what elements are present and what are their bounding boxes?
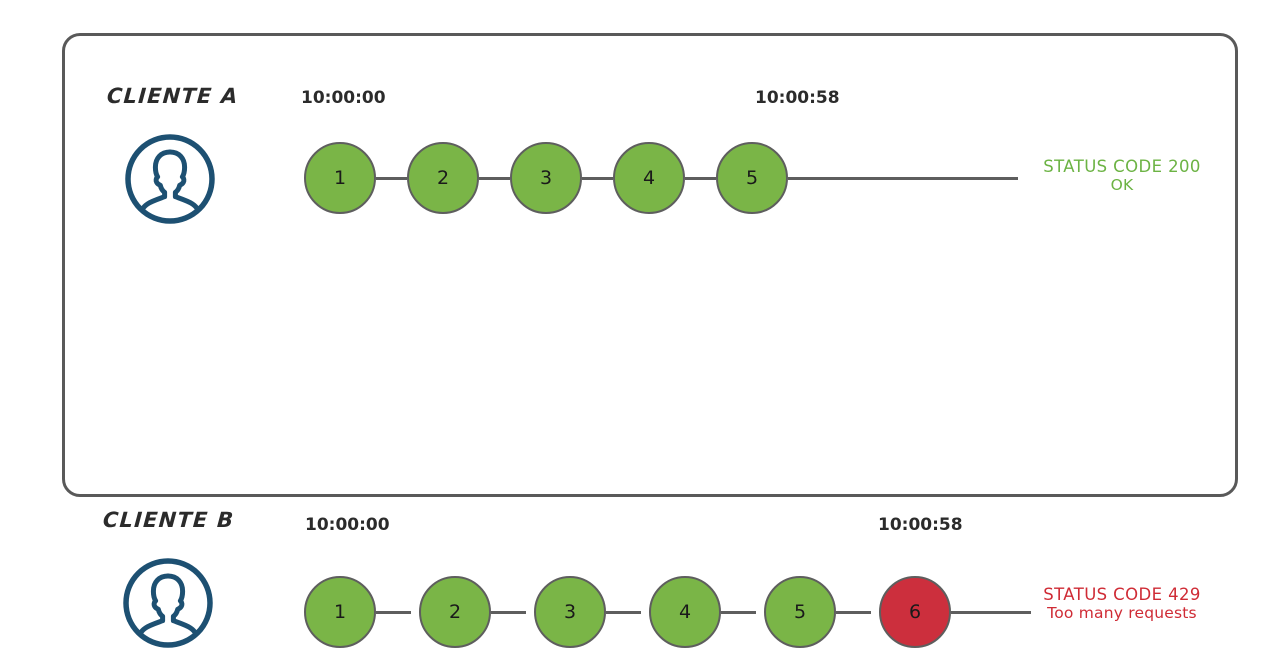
client-label-b: CLIENTE B: [102, 508, 236, 532]
connector: [836, 611, 871, 614]
tail-line-b: [951, 611, 1031, 614]
rate-limit-diagram: CLIENTE A 10:00:00 10:00:58 1 2 3 4 5 ST…: [62, 33, 1238, 648]
timestamp-start-a: 10:00:00: [301, 88, 386, 108]
status-badge-b: STATUS CODE 429 Too many requests: [1022, 585, 1222, 623]
timestamp-end-a: 10:00:58: [755, 88, 840, 108]
request-node[interactable]: 2: [407, 142, 479, 214]
request-node[interactable]: 5: [764, 576, 836, 648]
timestamp-start-b: 10:00:00: [305, 515, 390, 535]
status-code-line: STATUS CODE 429: [1043, 585, 1201, 604]
status-code-line: STATUS CODE 200: [1043, 157, 1201, 176]
client-label-a: CLIENTE A: [106, 84, 240, 108]
request-node[interactable]: 3: [534, 576, 606, 648]
request-node[interactable]: 1: [304, 576, 376, 648]
request-node[interactable]: 2: [419, 576, 491, 648]
connector: [606, 611, 641, 614]
status-message-line: OK: [1110, 176, 1134, 195]
user-avatar-icon: [124, 133, 216, 225]
request-node[interactable]: 3: [510, 142, 582, 214]
request-node[interactable]: 5: [716, 142, 788, 214]
connector: [376, 177, 407, 180]
connector: [376, 611, 411, 614]
connector: [491, 611, 526, 614]
tail-line-a: [788, 177, 1018, 180]
connector: [721, 611, 756, 614]
request-node[interactable]: 4: [613, 142, 685, 214]
connector: [582, 177, 613, 180]
user-avatar-icon: [122, 557, 214, 649]
diagram-frame: [62, 33, 1238, 497]
connector: [685, 177, 716, 180]
request-node[interactable]: 1: [304, 142, 376, 214]
connector: [479, 177, 510, 180]
status-message-line: Too many requests: [1047, 604, 1197, 623]
request-node[interactable]: 4: [649, 576, 721, 648]
status-badge-a: STATUS CODE 200 OK: [1022, 157, 1222, 195]
timestamp-end-b: 10:00:58: [878, 515, 963, 535]
request-node-blocked[interactable]: 6: [879, 576, 951, 648]
